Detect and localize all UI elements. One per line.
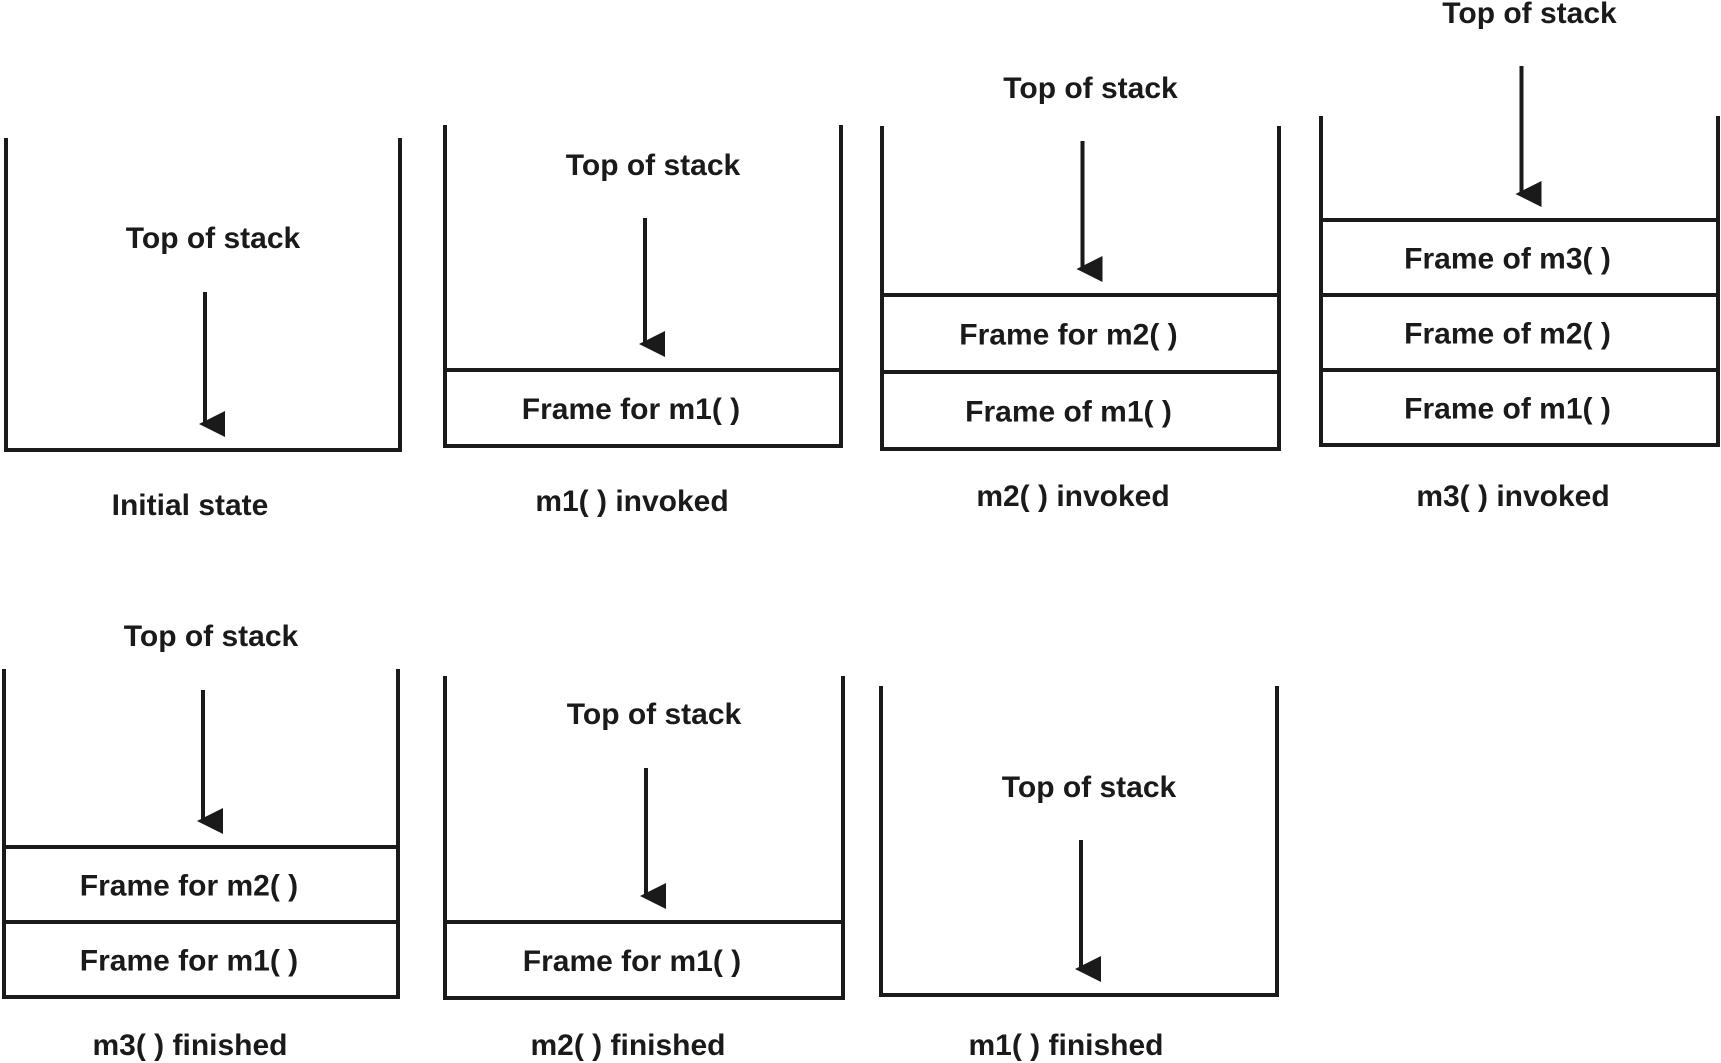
stack-container <box>4 138 402 452</box>
stack-frame-label: Frame for m2( ) <box>80 870 298 903</box>
stack-panel-4: Frame of m3( ) Frame of m2( ) Frame of m1(… <box>1319 0 1720 513</box>
stack-frame: Frame for m1( ) <box>2 920 400 999</box>
stack-frame-box <box>2 920 400 999</box>
stack-frame: Frame for m2( ) <box>2 845 400 924</box>
stack-caption: m2( ) finished <box>530 1029 725 1062</box>
stack-frame-label: Frame for m2( ) <box>959 319 1177 352</box>
stack-frame-label: Frame of m1( ) <box>1404 393 1611 426</box>
stack-frame-label: Frame for m1( ) <box>522 393 740 426</box>
stack-frame: Frame of m2( ) <box>1319 293 1720 372</box>
stack-frame-label: Frame of m3( ) <box>1404 243 1611 276</box>
stack-caption: m1( ) invoked <box>535 485 728 518</box>
stack-frame-box <box>443 920 845 1000</box>
stack-frame: Frame of m3( ) <box>1319 218 1720 297</box>
stack-frame: Frame of m1( ) <box>880 370 1281 451</box>
top-of-stack-label: Top of stack <box>1003 72 1178 105</box>
stack-panel-3: Frame for m2( ) Frame of m1( ) Top of stac… <box>880 72 1281 513</box>
stack-caption: m3( ) finished <box>92 1029 287 1062</box>
stack-frame-box <box>880 370 1281 451</box>
stack-caption: m3( ) invoked <box>1416 480 1609 513</box>
stack-container <box>879 686 1279 997</box>
stack-caption: m1( ) finished <box>968 1029 1163 1062</box>
stack-panel-5: Frame for m2( ) Frame for m1( ) Top of sta… <box>2 620 400 1062</box>
stack-frame-label: Frame of m1( ) <box>965 396 1172 429</box>
stack-caption: m2( ) invoked <box>976 480 1169 513</box>
top-of-stack-label: Top of stack <box>566 149 741 182</box>
top-of-stack-label: Top of stack <box>124 620 299 653</box>
stack-panel-6: Frame for m1( ) Top of stack m2( ) finishe… <box>443 676 845 1062</box>
stack-frame-box <box>443 368 843 448</box>
stack-frame-label: Frame for m1( ) <box>80 945 298 978</box>
stack-frame-label: Frame for m1( ) <box>523 945 741 978</box>
stack-frame: Frame for m1( ) <box>443 368 843 448</box>
top-of-stack-label: Top of stack <box>126 222 301 255</box>
top-of-stack-label: Top of stack <box>1002 771 1177 804</box>
top-of-stack-label: Top of stack <box>1442 0 1617 30</box>
stack-caption: Initial state <box>112 489 269 522</box>
stack-frame-box <box>1319 368 1720 447</box>
stack-panel-2: Frame for m1( ) Top of stack m1( ) invoked <box>443 125 843 518</box>
stack-panel-7: Top of stack m1( ) finished <box>879 686 1279 1062</box>
stack-frame: Frame for m1( ) <box>443 920 845 1000</box>
top-of-stack-label: Top of stack <box>567 698 742 731</box>
stack-frame: Frame of m1( ) <box>1319 368 1720 447</box>
stack-frame-label: Frame of m2( ) <box>1404 318 1611 351</box>
stack-frame: Frame for m2( ) <box>880 293 1281 374</box>
